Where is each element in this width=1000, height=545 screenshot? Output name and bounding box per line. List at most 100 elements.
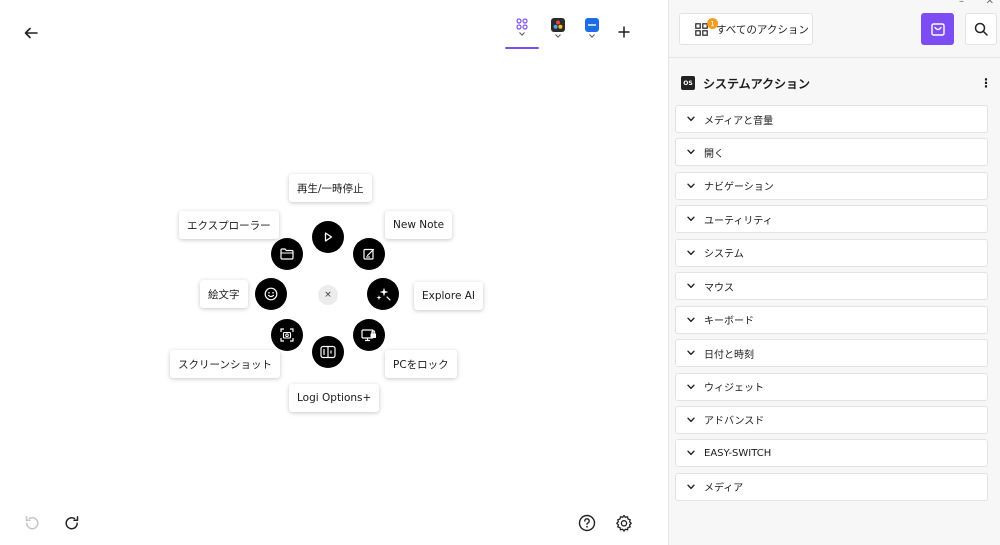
search-button[interactable] bbox=[965, 13, 997, 45]
tab-all-apps[interactable] bbox=[505, 18, 539, 49]
chevron-down-icon bbox=[684, 279, 698, 293]
label-screenshot[interactable]: スクリーンショット bbox=[170, 350, 280, 378]
sparkle-icon bbox=[376, 287, 391, 301]
section-title: システムアクション bbox=[703, 76, 811, 91]
label-emoji[interactable]: 絵文字 bbox=[200, 280, 248, 308]
category-utility[interactable]: ユーティリティ bbox=[675, 205, 988, 234]
chevron-down-icon bbox=[519, 32, 525, 36]
logi-options-icon bbox=[320, 345, 336, 359]
tab-app-3[interactable] bbox=[579, 18, 605, 48]
chevron-down-icon bbox=[684, 446, 698, 460]
more-options-icon[interactable]: ⋮ bbox=[980, 76, 992, 90]
marketplace-button[interactable] bbox=[921, 13, 954, 45]
lock-screen-icon bbox=[361, 329, 376, 342]
os-icon: OS bbox=[681, 76, 695, 90]
play-pause-button[interactable] bbox=[312, 221, 344, 253]
note-edit-icon bbox=[363, 248, 375, 260]
settings-button[interactable] bbox=[613, 512, 635, 534]
category-media[interactable]: メディア bbox=[675, 472, 988, 501]
plus-icon bbox=[618, 26, 630, 38]
all-actions-button[interactable]: 1 すべてのアクション bbox=[679, 13, 813, 45]
chevron-down-icon bbox=[684, 246, 698, 260]
grid-icon bbox=[516, 18, 528, 30]
category-system[interactable]: システム bbox=[675, 238, 988, 267]
window-minimize-button[interactable]: – bbox=[959, 0, 964, 7]
undo-icon bbox=[25, 516, 39, 530]
category-label: マウス bbox=[704, 282, 734, 294]
help-button[interactable] bbox=[576, 512, 598, 534]
chevron-down-icon bbox=[684, 346, 698, 360]
window-close-button[interactable]: ✕ bbox=[985, 0, 994, 7]
radial-editor-canvas: × 再生/一時停止 New Note Explore AI PCをロック Log… bbox=[20, 18, 635, 534]
label-logi-options[interactable]: Logi Options+ bbox=[289, 384, 380, 412]
category-label: メディアと音量 bbox=[704, 115, 774, 127]
chevron-down-icon bbox=[589, 34, 595, 38]
folder-icon bbox=[280, 248, 294, 260]
chevron-down-icon bbox=[555, 34, 561, 38]
play-icon bbox=[324, 232, 333, 242]
category-list: メディアと音量 開く ナビゲーション ユーティリティ システム マウス キーボー… bbox=[675, 105, 988, 506]
explore-ai-button[interactable] bbox=[367, 278, 399, 310]
back-button[interactable] bbox=[20, 22, 42, 44]
chevron-down-icon bbox=[684, 112, 698, 126]
category-date-time[interactable]: 日付と時刻 bbox=[675, 339, 988, 368]
screenshot-icon bbox=[280, 328, 294, 342]
lock-pc-button[interactable] bbox=[353, 319, 385, 351]
undo-button[interactable] bbox=[22, 513, 42, 533]
label-lock-pc[interactable]: PCをロック bbox=[385, 350, 457, 378]
chevron-down-icon bbox=[684, 313, 698, 327]
category-label: ナビゲーション bbox=[704, 182, 774, 194]
all-actions-label: すべてのアクション bbox=[716, 23, 809, 36]
category-label: 開く bbox=[704, 148, 724, 160]
logi-options-button[interactable] bbox=[312, 336, 344, 368]
search-icon bbox=[974, 22, 988, 36]
screenshot-button[interactable] bbox=[271, 319, 303, 351]
gear-icon bbox=[616, 514, 632, 532]
arrow-left-icon bbox=[24, 27, 38, 39]
add-app-button[interactable] bbox=[614, 22, 634, 42]
chevron-down-icon bbox=[684, 413, 698, 427]
chevron-down-icon bbox=[684, 179, 698, 193]
label-explore-ai[interactable]: Explore AI bbox=[414, 282, 484, 310]
category-keyboard[interactable]: キーボード bbox=[675, 305, 988, 334]
shopping-bag-icon bbox=[930, 23, 945, 36]
category-mouse[interactable]: マウス bbox=[675, 272, 988, 301]
category-media-volume[interactable]: メディアと音量 bbox=[675, 105, 988, 133]
category-label: 日付と時刻 bbox=[704, 349, 754, 361]
explorer-button[interactable] bbox=[271, 238, 303, 270]
redo-button[interactable] bbox=[62, 513, 82, 533]
category-label: EASY-SWITCH bbox=[704, 447, 772, 459]
category-widget[interactable]: ウィジェット bbox=[675, 372, 988, 401]
section-header: OS システムアクション ⋮ bbox=[681, 74, 992, 92]
label-explorer[interactable]: エクスプローラー bbox=[179, 211, 279, 239]
chevron-down-icon bbox=[684, 145, 698, 159]
category-navigation[interactable]: ナビゲーション bbox=[675, 171, 988, 200]
chevron-down-icon bbox=[684, 212, 698, 226]
header-divider bbox=[669, 57, 1000, 58]
label-new-note[interactable]: New Note bbox=[385, 211, 453, 239]
category-label: アドバンスド bbox=[704, 416, 765, 428]
category-advanced[interactable]: アドバンスド bbox=[675, 405, 988, 434]
redo-icon bbox=[65, 516, 79, 530]
help-circle-icon bbox=[578, 514, 596, 532]
chevron-down-icon bbox=[684, 480, 698, 494]
new-note-button[interactable] bbox=[353, 238, 385, 270]
actions-panel: – ✕ 1 すべてのアクション OS システムアクション ⋮ メディアと音量 開… bbox=[668, 0, 1000, 545]
notification-badge: 1 bbox=[707, 18, 718, 29]
category-label: システム bbox=[704, 249, 744, 261]
label-play-pause[interactable]: 再生/一時停止 bbox=[289, 174, 372, 202]
category-label: ユーティリティ bbox=[704, 215, 773, 227]
chevron-down-icon bbox=[684, 380, 698, 394]
grid-plus-icon bbox=[695, 22, 708, 36]
tab-davinci-resolve[interactable] bbox=[545, 18, 571, 48]
category-open[interactable]: 開く bbox=[675, 138, 988, 167]
resolve-app-icon bbox=[551, 18, 565, 32]
category-label: メディア bbox=[704, 483, 744, 495]
blue-window-app-icon bbox=[585, 18, 599, 32]
category-label: キーボード bbox=[704, 316, 754, 328]
radial-center-close[interactable]: × bbox=[318, 285, 338, 305]
emoji-button[interactable] bbox=[255, 278, 287, 310]
category-easy-switch[interactable]: EASY-SWITCH bbox=[675, 439, 988, 468]
smiley-icon bbox=[264, 287, 278, 301]
category-label: ウィジェット bbox=[704, 383, 764, 394]
